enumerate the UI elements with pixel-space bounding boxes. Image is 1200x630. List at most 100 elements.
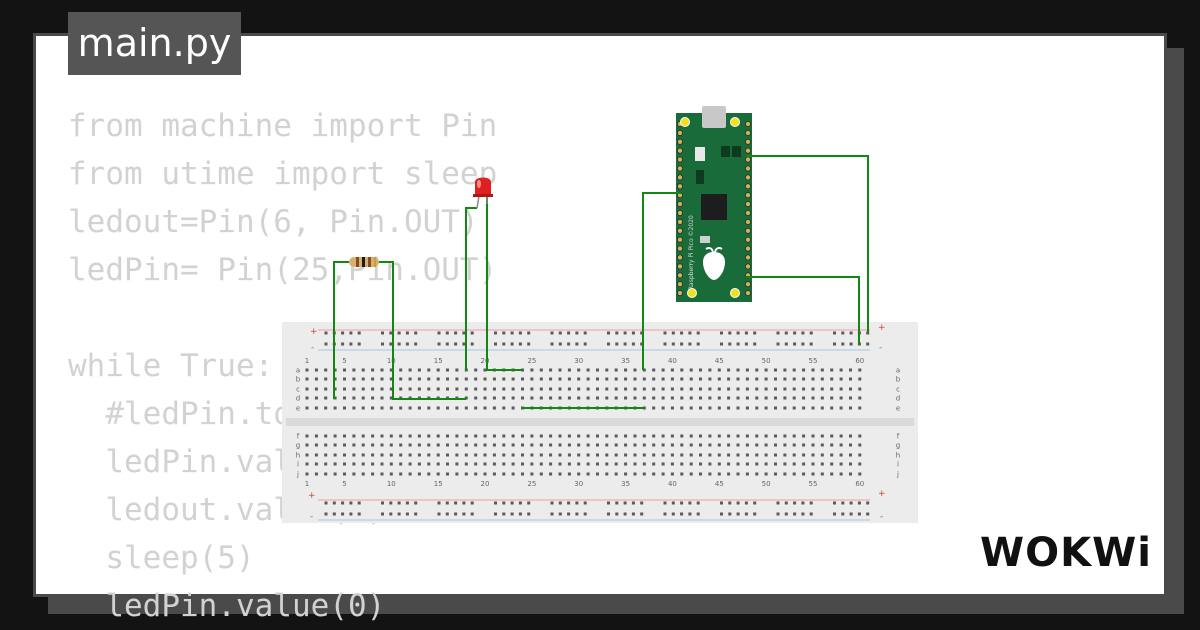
breadboard-hole[interactable] [446, 387, 449, 391]
breadboard-hole[interactable] [371, 396, 375, 400]
breadboard-hole[interactable] [333, 406, 337, 410]
breadboard-hole[interactable] [502, 512, 506, 516]
breadboard-hole[interactable] [839, 377, 843, 381]
breadboard-hole[interactable] [596, 387, 599, 391]
breadboard-hole[interactable] [839, 443, 843, 447]
breadboard-hole[interactable] [624, 368, 628, 372]
breadboard-hole[interactable] [753, 512, 757, 516]
breadboard-hole[interactable] [408, 462, 412, 466]
breadboard-hole[interactable] [849, 396, 852, 400]
breadboard-hole[interactable] [736, 406, 740, 410]
breadboard-hole[interactable] [343, 443, 346, 447]
breadboard-hole[interactable] [436, 462, 440, 466]
breadboard-hole[interactable] [399, 472, 403, 476]
breadboard-hole[interactable] [607, 331, 610, 335]
breadboard-hole[interactable] [802, 472, 806, 476]
breadboard-hole[interactable] [462, 331, 466, 335]
breadboard-hole[interactable] [680, 342, 684, 346]
breadboard-hole[interactable] [689, 462, 693, 466]
breadboard-hole[interactable] [689, 387, 693, 391]
breadboard-hole[interactable] [820, 406, 824, 410]
breadboard-hole[interactable] [510, 501, 514, 505]
breadboard-hole[interactable] [689, 406, 693, 410]
breadboard-hole[interactable] [305, 462, 309, 466]
breadboard-hole[interactable] [784, 342, 788, 346]
pico-pin[interactable] [745, 254, 752, 261]
breadboard-hole[interactable] [858, 443, 862, 447]
breadboard-hole[interactable] [820, 377, 824, 381]
breadboard-hole[interactable] [380, 443, 384, 447]
wires[interactable] [333, 155, 869, 409]
breadboard-hole[interactable] [820, 368, 824, 372]
breadboard-hole[interactable] [792, 443, 796, 447]
breadboard-hole[interactable] [397, 342, 401, 346]
breadboard-hole[interactable] [380, 377, 384, 381]
breadboard-hole[interactable] [324, 406, 328, 410]
breadboard-hole[interactable] [661, 472, 665, 476]
breadboard-hole[interactable] [811, 434, 815, 438]
pico-pin[interactable] [677, 218, 684, 225]
breadboard-hole[interactable] [349, 501, 353, 505]
breadboard-hole[interactable] [670, 443, 674, 447]
breadboard-hole[interactable] [717, 368, 721, 372]
breadboard-hole[interactable] [652, 462, 656, 466]
breadboard-hole[interactable] [615, 512, 619, 516]
breadboard-hole[interactable] [549, 472, 553, 476]
breadboard-hole[interactable] [607, 501, 610, 505]
breadboard-hole[interactable] [670, 377, 674, 381]
pico-pin[interactable] [677, 129, 684, 136]
breadboard-hole[interactable] [755, 472, 759, 476]
breadboard-hole[interactable] [605, 387, 609, 391]
breadboard-hole[interactable] [567, 331, 571, 335]
breadboard-hole[interactable] [745, 453, 749, 457]
breadboard-hole[interactable] [417, 443, 421, 447]
breadboard-hole[interactable] [492, 462, 496, 466]
breadboard-hole[interactable] [583, 512, 587, 516]
breadboard-hole[interactable] [427, 443, 431, 447]
breadboard-hole[interactable] [671, 512, 675, 516]
breadboard-hole[interactable] [343, 377, 346, 381]
breadboard-hole[interactable] [792, 434, 796, 438]
breadboard-hole[interactable] [483, 462, 487, 466]
breadboard-hole[interactable] [436, 453, 440, 457]
pico-pin[interactable] [745, 147, 752, 154]
breadboard-hole[interactable] [492, 396, 496, 400]
breadboard-hole[interactable] [858, 462, 862, 466]
breadboard-hole[interactable] [549, 396, 553, 400]
breadboard-hole[interactable] [753, 331, 757, 335]
breadboard-hole[interactable] [624, 396, 628, 400]
breadboard-hole[interactable] [699, 406, 702, 410]
breadboard-hole[interactable] [455, 387, 459, 391]
breadboard-hole[interactable] [521, 396, 524, 400]
breadboard-hole[interactable] [596, 377, 599, 381]
breadboard-hole[interactable] [494, 331, 497, 335]
breadboard-hole[interactable] [380, 368, 384, 372]
breadboard-hole[interactable] [640, 512, 644, 516]
breadboard-hole[interactable] [736, 472, 740, 476]
breadboard-hole[interactable] [631, 512, 635, 516]
breadboard-hole[interactable] [717, 377, 721, 381]
breadboard-hole[interactable] [858, 377, 862, 381]
breadboard-hole[interactable] [454, 331, 458, 335]
breadboard-hole[interactable] [550, 501, 554, 505]
breadboard-hole[interactable] [539, 377, 543, 381]
breadboard-hole[interactable] [586, 377, 590, 381]
breadboard-hole[interactable] [414, 342, 418, 346]
breadboard-hole[interactable] [755, 368, 759, 372]
breadboard-hole[interactable] [324, 368, 328, 372]
breadboard-hole[interactable] [397, 331, 401, 335]
breadboard-hole[interactable] [820, 472, 824, 476]
breadboard-hole[interactable] [567, 472, 571, 476]
pico-pin[interactable] [677, 290, 684, 297]
breadboard-hole[interactable] [793, 331, 797, 335]
code-editor[interactable]: from machine import Pin from utime impor… [68, 102, 497, 630]
breadboard-hole[interactable] [640, 501, 644, 505]
breadboard-hole[interactable] [680, 501, 684, 505]
breadboard-hole[interactable] [708, 368, 712, 372]
breadboard-hole[interactable] [389, 368, 393, 372]
breadboard-hole[interactable] [464, 377, 468, 381]
breadboard-hole[interactable] [774, 406, 777, 410]
breadboard-hole[interactable] [811, 368, 815, 372]
breadboard-hole[interactable] [361, 406, 365, 410]
breadboard-hole[interactable] [605, 396, 609, 400]
